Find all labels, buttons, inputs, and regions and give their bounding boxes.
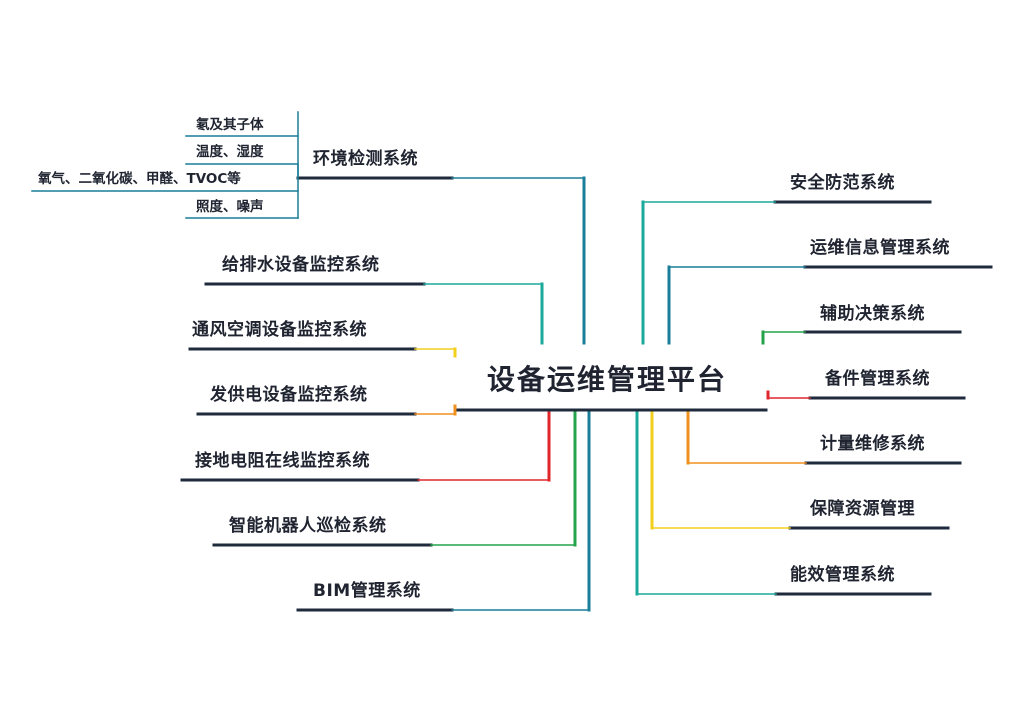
branch-spare-parts: 备件管理系统 (825, 369, 930, 389)
branch-support-resources: 保障资源管理 (810, 499, 915, 519)
env-sub-temperature-humidity: 温度、湿度 (196, 144, 264, 160)
env-sub-radon: 氡及其子体 (196, 117, 264, 133)
env-sub-light-noise: 照度、噪声 (196, 199, 264, 215)
branch-metrology-maintenance: 计量维修系统 (820, 434, 925, 454)
branch-hvac-monitoring: 通风空调设备监控系统 (192, 320, 367, 340)
branch-om-information: 运维信息管理系统 (810, 238, 950, 258)
branch-decision-support: 辅助决策系统 (820, 304, 925, 324)
branch-bim-management: BIM管理系统 (313, 581, 421, 601)
center-node-title: 设备运维管理平台 (487, 363, 728, 396)
branch-robot-inspection: 智能机器人巡检系统 (229, 516, 387, 536)
branch-grounding-resistance: 接地电阻在线监控系统 (195, 451, 370, 471)
branch-power-supply-monitoring: 发供电设备监控系统 (210, 385, 368, 405)
branch-security: 安全防范系统 (790, 173, 895, 193)
env-sub-gases: 氧气、二氧化碳、甲醛、TVOC等 (38, 171, 241, 187)
branch-environment-monitoring: 环境检测系统 (313, 149, 418, 169)
branch-energy-efficiency: 能效管理系统 (790, 565, 895, 585)
branch-water-supply-drainage: 给排水设备监控系统 (222, 255, 380, 275)
